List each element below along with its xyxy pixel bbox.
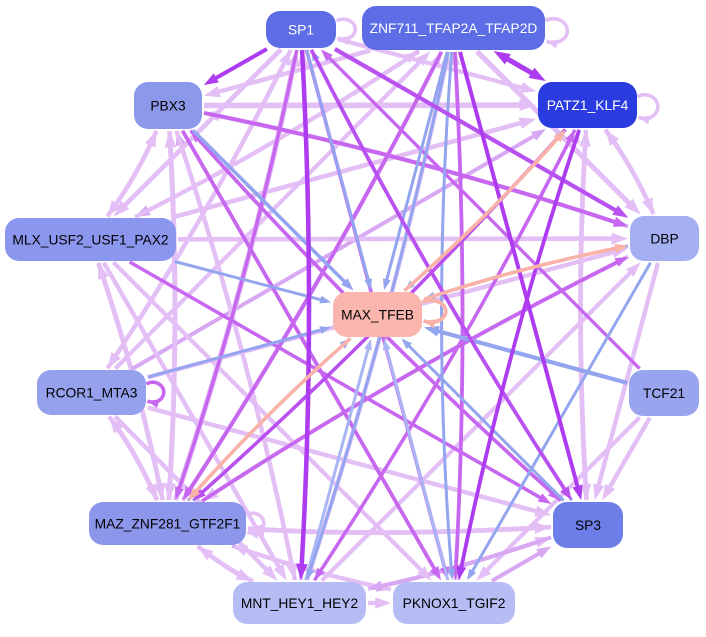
- svg-text:PKNOX1_TGIF2: PKNOX1_TGIF2: [403, 596, 506, 611]
- svg-text:RCOR1_MTA3: RCOR1_MTA3: [46, 386, 138, 401]
- svg-text:TCF21: TCF21: [643, 386, 685, 401]
- svg-text:SP1: SP1: [288, 23, 314, 38]
- svg-text:MAZ_ZNF281_GTF2F1: MAZ_ZNF281_GTF2F1: [95, 517, 241, 532]
- svg-text:SP3: SP3: [575, 518, 601, 533]
- svg-text:MLX_USF2_USF1_PAX2: MLX_USF2_USF1_PAX2: [12, 233, 168, 248]
- svg-text:PBX3: PBX3: [150, 99, 186, 114]
- svg-text:DBP: DBP: [650, 232, 678, 247]
- svg-text:MAX_TFEB: MAX_TFEB: [341, 308, 414, 323]
- svg-text:ZNF711_TFAP2A_TFAP2D: ZNF711_TFAP2A_TFAP2D: [370, 21, 538, 36]
- svg-text:MNT_HEY1_HEY2: MNT_HEY1_HEY2: [241, 596, 358, 611]
- svg-text:PATZ1_KLF4: PATZ1_KLF4: [547, 98, 629, 113]
